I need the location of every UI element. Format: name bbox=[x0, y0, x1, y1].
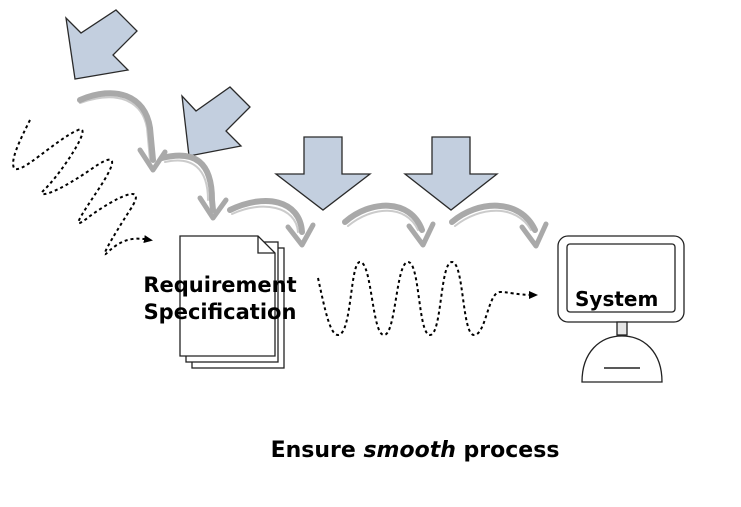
flow-arrow-5 bbox=[449, 202, 538, 233]
flow-arrow-3 bbox=[227, 198, 305, 235]
caption-emphasis: smooth bbox=[363, 438, 456, 463]
system-label-text: System bbox=[571, 287, 663, 311]
requirement-label-line1: Requirement bbox=[143, 273, 297, 297]
input-arrow-2 bbox=[181, 86, 251, 157]
input-arrow-4 bbox=[403, 136, 499, 211]
flow-arrow-4 bbox=[342, 202, 425, 233]
requirement-specification-label: Requirement Specification bbox=[131, 272, 309, 326]
flow-arrow-2 bbox=[159, 152, 216, 213]
requirement-label-line2: Specification bbox=[143, 300, 297, 324]
flow-arrows bbox=[77, 90, 549, 249]
chaotic-wave bbox=[12, 119, 153, 256]
flow-arrow-1 bbox=[77, 90, 156, 163]
oscillating-wave bbox=[317, 260, 538, 337]
caption-prefix: Ensure bbox=[270, 438, 364, 463]
diagram-caption: Ensure smooth process bbox=[0, 438, 741, 463]
input-arrow-3 bbox=[274, 136, 372, 211]
caption-suffix: process bbox=[455, 438, 560, 463]
system-label: System bbox=[571, 287, 663, 311]
input-arrow-1 bbox=[65, 9, 138, 80]
document-stack-icon bbox=[179, 235, 285, 369]
input-arrows bbox=[65, 9, 499, 211]
